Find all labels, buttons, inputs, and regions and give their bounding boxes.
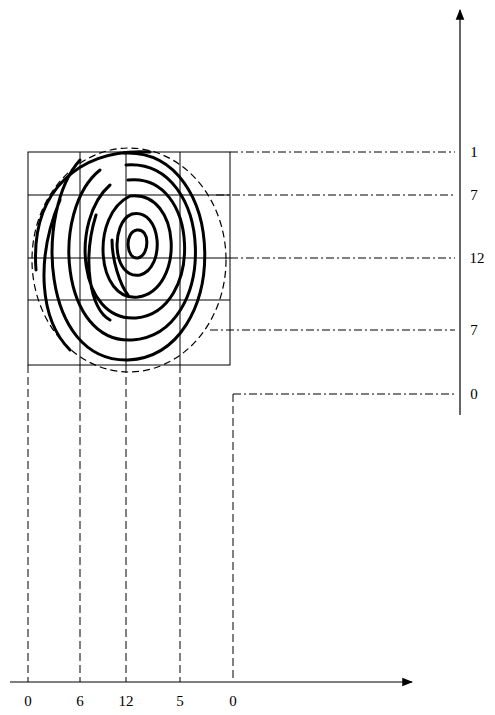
y-axis-value: 12 [469, 251, 486, 266]
y-axis-value: 0 [469, 387, 479, 402]
x-axis-value: 0 [23, 694, 33, 709]
x-axis-value: 6 [75, 694, 85, 709]
x-axis-value: 5 [175, 694, 185, 709]
horizontal-axis [10, 681, 412, 682]
x-axis-value: 0 [228, 694, 238, 709]
x-axis-value: 12 [118, 694, 135, 709]
ridge-lines [36, 152, 205, 360]
y-axis-value: 1 [469, 145, 479, 160]
vertical-axis [459, 10, 460, 415]
projection-lines [28, 365, 233, 682]
projection-lines [210, 152, 455, 394]
outline-ellipse [32, 148, 226, 372]
y-axis-value: 7 [469, 188, 479, 203]
y-axis-value: 7 [469, 323, 479, 338]
